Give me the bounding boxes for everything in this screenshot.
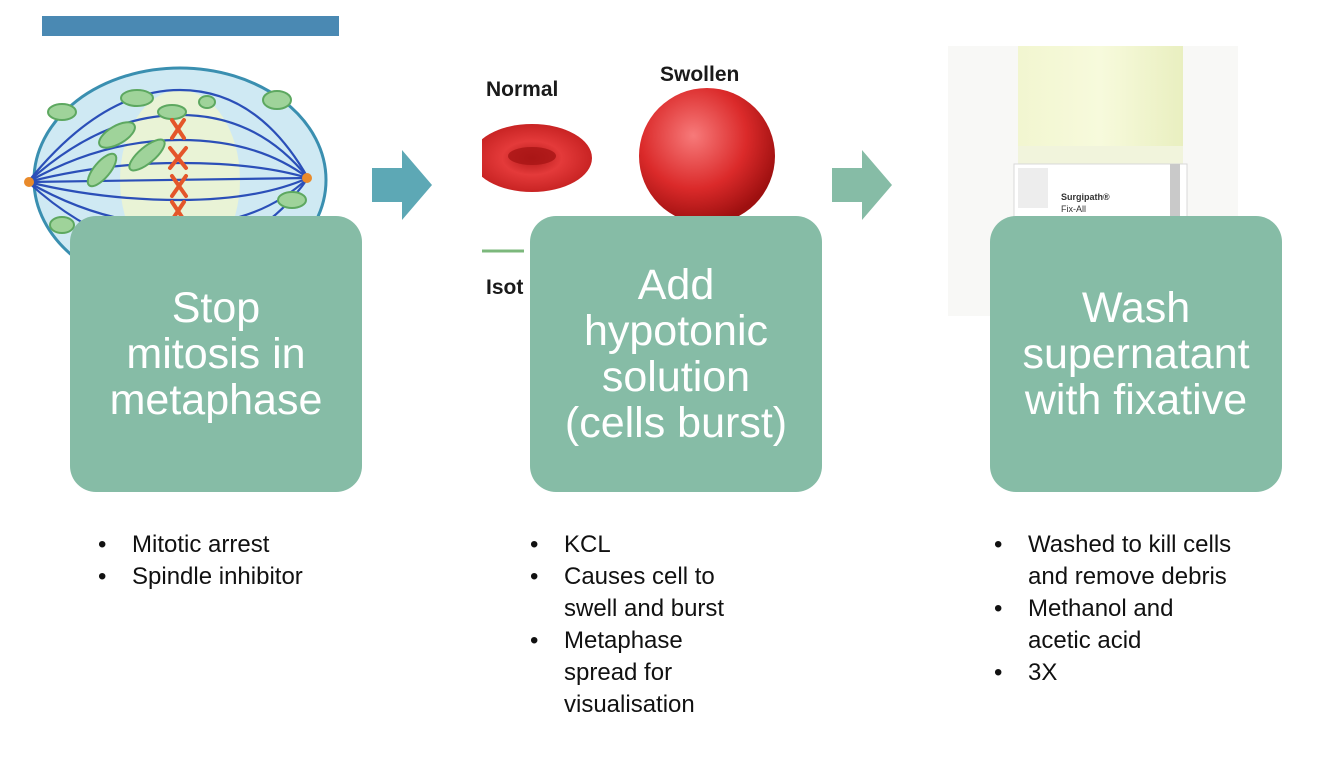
step-2-box: Add hypotonic solution (cells burst) bbox=[530, 216, 822, 492]
isotonic-label-partial: Isot bbox=[486, 276, 524, 299]
step-2-title-line: solution bbox=[601, 353, 751, 401]
step-2-title-line: hypotonic bbox=[583, 307, 769, 355]
step-3-title-line: with fixative bbox=[1024, 376, 1248, 424]
step-1-title-line: Stop bbox=[171, 284, 261, 332]
list-item: KCL bbox=[528, 529, 753, 561]
right-arrow-icon bbox=[372, 150, 432, 220]
step-3-title-line: supernatant bbox=[1022, 330, 1250, 378]
step-2-title-line: (cells burst) bbox=[564, 399, 788, 447]
list-item: 3X bbox=[992, 657, 1242, 689]
step-1-title-line: mitosis in bbox=[126, 330, 306, 378]
list-item: Causes cell to swell and burst bbox=[528, 561, 753, 625]
step-3-title-line: Wash bbox=[1081, 284, 1191, 332]
bottle-product: Fix-All bbox=[1061, 204, 1086, 214]
list-item: Metaphase spread for visualisation bbox=[528, 625, 753, 721]
step-3-box: Wash supernatant with fixative bbox=[990, 216, 1282, 492]
step-1-box: Stop mitosis in metaphase bbox=[70, 216, 362, 492]
right-arrow-icon bbox=[832, 150, 892, 220]
list-item: Spindle inhibitor bbox=[96, 561, 356, 593]
list-item: Mitotic arrest bbox=[96, 529, 356, 561]
normal-label: Normal bbox=[486, 78, 559, 101]
blood-cells-image bbox=[482, 58, 792, 308]
step-2-title-line: Add bbox=[637, 261, 715, 309]
bottle-brand: Surgipath® bbox=[1061, 192, 1110, 202]
swollen-label: Swollen bbox=[660, 63, 740, 86]
step-3-bullets: Washed to kill cells and remove debris M… bbox=[992, 529, 1242, 689]
step-1-bullets: Mitotic arrest Spindle inhibitor bbox=[96, 529, 356, 593]
step-2-bullets: KCL Causes cell to swell and burst Metap… bbox=[528, 529, 753, 721]
list-item: Methanol and acetic acid bbox=[992, 593, 1242, 657]
top-accent-bar bbox=[42, 16, 339, 36]
step-1-title-line: metaphase bbox=[109, 376, 323, 424]
list-item: Washed to kill cells and remove debris bbox=[992, 529, 1242, 593]
